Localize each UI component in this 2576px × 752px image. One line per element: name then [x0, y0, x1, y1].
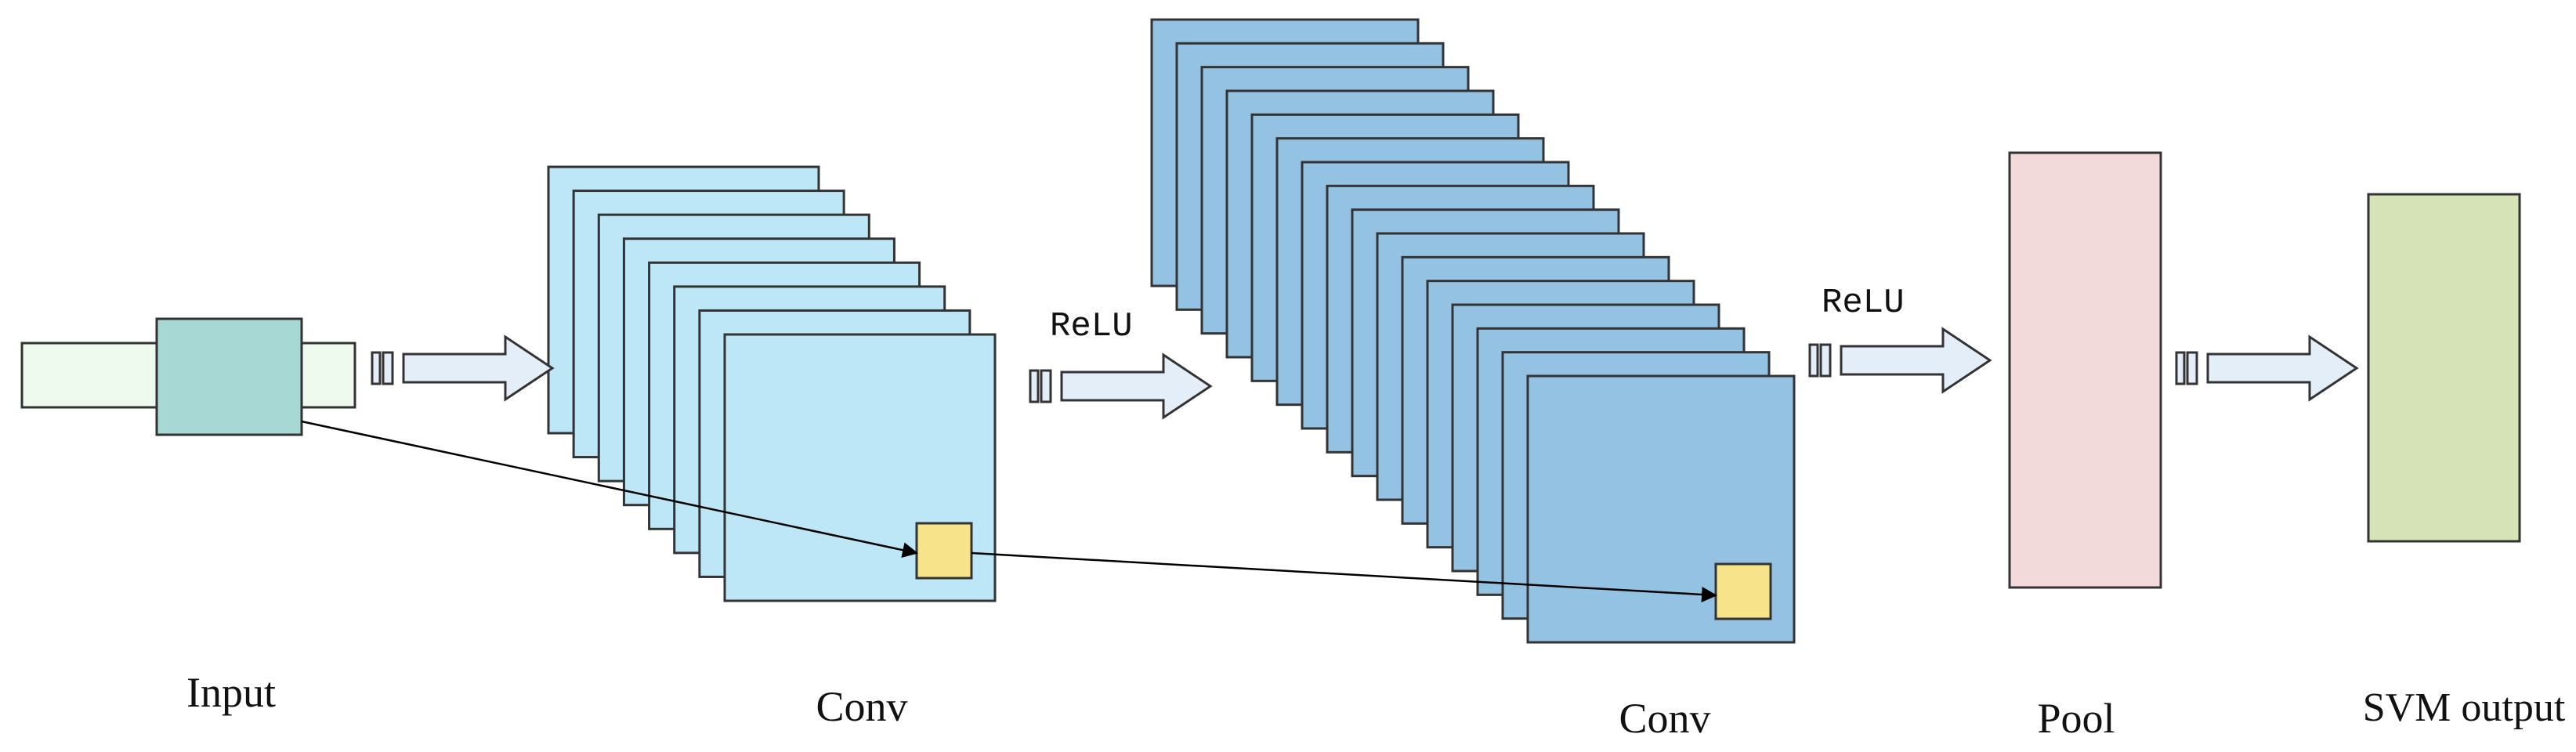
- input-to-conv1-arrow-block-arrow: [402, 334, 555, 402]
- pool-to-output-arrow-tick-1: [2175, 351, 2186, 385]
- conv1-feature-map-stack: [547, 165, 997, 602]
- conv1-to-conv2-arrow-tick-2: [1040, 369, 1052, 403]
- conv2-kernel-square: [1714, 562, 1772, 620]
- pool-to-output-arrow: [2175, 334, 2359, 402]
- input-to-conv1-arrow-tick-1: [371, 351, 382, 385]
- pool-to-output-arrow-tick-2: [2186, 351, 2198, 385]
- input-to-conv1-arrow: [371, 334, 555, 402]
- svm-output-label: SVM output: [2363, 685, 2566, 730]
- input-core-box: [155, 317, 303, 436]
- conv2-to-pool-arrow-tick-1: [1808, 343, 1819, 378]
- conv2-to-pool-arrow: [1808, 327, 1992, 394]
- conv1-to-conv2-arrow-tick-1: [1029, 369, 1040, 403]
- input-label: Input: [186, 669, 276, 716]
- input-to-conv1-arrow-tick-2: [382, 351, 394, 385]
- svm-output-box: [2367, 193, 2521, 543]
- conv2-to-pool-arrow-block-arrow: [1840, 327, 1992, 394]
- relu-label-1: ReLU: [1050, 307, 1133, 346]
- pool-layer-box: [2008, 151, 2162, 589]
- pool-to-output-arrow-block-arrow: [2206, 334, 2359, 402]
- input-block: [20, 317, 356, 436]
- conv2-to-pool-arrow-tick-2: [1819, 343, 1832, 378]
- conv2-feature-map-stack: [1150, 18, 1796, 644]
- pool-label: Pool: [2037, 695, 2115, 742]
- conv2-label: Conv: [1619, 695, 1710, 742]
- conv1-label: Conv: [816, 683, 907, 730]
- relu-label-2: ReLU: [1822, 284, 1905, 323]
- input-to-conv1-kernel-line: [301, 420, 918, 559]
- conv1-to-conv2-arrow: [1029, 352, 1213, 420]
- conv1-kernel-square: [915, 522, 973, 580]
- conv1-to-conv2-arrow-block-arrow: [1060, 352, 1213, 420]
- conv1-to-conv2-kernel-line: [971, 551, 1717, 602]
